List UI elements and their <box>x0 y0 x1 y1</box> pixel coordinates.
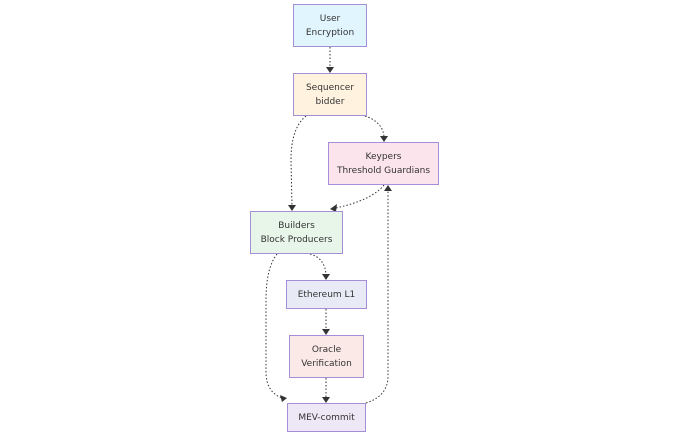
node-builders-block-producers: Builders Block Producers <box>250 211 343 254</box>
arrowhead-keypers-builders <box>330 204 337 212</box>
node-label-line2: Block Producers <box>260 234 333 245</box>
edge-builders-mev <box>265 253 283 399</box>
arrowhead-oracle-mev <box>322 397 330 403</box>
node-user-encryption: User Encryption <box>293 4 367 47</box>
arrowhead-sequencer-keypers <box>380 136 388 142</box>
edge-sequencer-builders <box>290 115 307 207</box>
edge-mev-keypers <box>365 190 389 404</box>
arrowhead-mev-keypers <box>384 185 392 191</box>
edge-sequencer-keypers <box>364 115 385 138</box>
node-label-line1: User <box>319 13 341 24</box>
arrowhead-user-sequencer <box>326 67 334 73</box>
node-mev-commit: MEV-commit <box>287 403 366 432</box>
node-label-line1: Oracle <box>311 344 342 355</box>
edge-keypers-builders <box>335 184 385 209</box>
arrowhead-sequencer-builders <box>288 205 296 211</box>
node-label-line2: bidder <box>315 96 345 107</box>
node-label-line1: MEV-commit <box>298 412 355 423</box>
node-sequencer-bidder: Sequencer bidder <box>293 73 367 116</box>
node-label-line2: Encryption <box>305 27 355 38</box>
node-label-line1: Ethereum L1 <box>297 289 356 300</box>
node-oracle-verification: Oracle Verification <box>289 335 364 378</box>
node-label-line1: Builders <box>278 220 315 231</box>
edge-builders-ethereum <box>309 253 327 276</box>
node-label-line1: Sequencer <box>305 82 355 93</box>
arrowhead-builders-mev <box>280 395 287 402</box>
node-label-line1: Keypers <box>365 151 402 162</box>
node-ethereum-l1: Ethereum L1 <box>286 280 367 309</box>
arrowhead-builders-ethereum <box>322 274 330 280</box>
node-label-line2: Verification <box>301 358 352 369</box>
node-label-line2: Threshold Guardians <box>336 165 431 176</box>
arrowhead-ethereum-oracle <box>322 329 330 335</box>
node-keypers-threshold-guardians: Keypers Threshold Guardians <box>328 142 439 185</box>
